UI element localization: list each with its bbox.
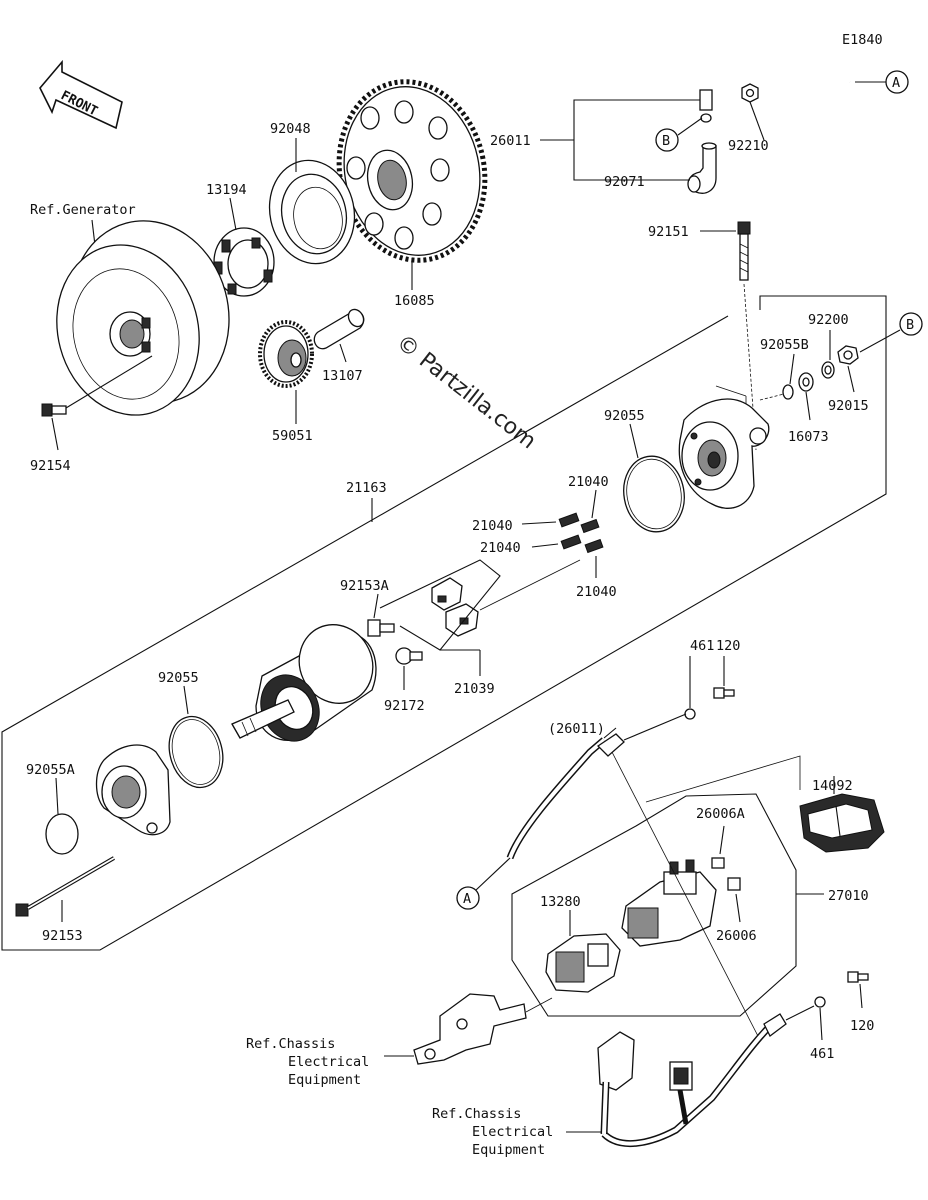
label-21040-c: 21040	[480, 540, 521, 556]
label-26006A: 26006A	[696, 806, 745, 822]
screw-92153A	[367, 619, 395, 637]
label-21040-a: 21040	[568, 474, 609, 490]
ref-chassis-1-line2: Electrical	[288, 1054, 369, 1070]
diagram-code: E1840	[842, 32, 883, 48]
front-arrow-icon: FRONT	[39, 59, 123, 130]
label-26011: 26011	[490, 133, 531, 149]
label-92210: 92210	[728, 138, 769, 154]
washer-461-bottom	[814, 996, 826, 1008]
label-26006: 26006	[716, 928, 757, 944]
label-92153A: 92153A	[340, 578, 389, 594]
fuse-26006A	[711, 857, 725, 869]
starter-gear-16085	[336, 79, 488, 263]
relay-cover-14092	[799, 793, 885, 853]
washer-461-top	[684, 708, 696, 720]
starter-end-cover	[678, 398, 770, 509]
label-13107: 13107	[322, 368, 363, 384]
label-92048: 92048	[270, 121, 311, 137]
nut-92210	[741, 83, 759, 103]
ref-generator-label: Ref.Generator	[30, 202, 136, 218]
label-120-bottom: 120	[850, 1018, 874, 1034]
ref-chassis-2-line1: Ref.Chassis	[432, 1106, 521, 1122]
label-21039: 21039	[454, 681, 495, 697]
clutch-13194	[213, 227, 275, 297]
label-92200: 92200	[808, 312, 849, 328]
oring-92055B	[782, 384, 794, 400]
ref-chassis-2-line3: Equipment	[472, 1142, 545, 1158]
label-92055-top: 92055	[604, 408, 645, 424]
label-21040-d: 21040	[576, 584, 617, 600]
label-92055-bottom: 92055	[158, 670, 199, 686]
label-92153: 92153	[42, 928, 83, 944]
idle-gear-59051	[258, 320, 314, 388]
callout-b-right	[899, 312, 923, 336]
brush-holder-21039	[431, 577, 479, 637]
oring-92055A	[45, 813, 79, 855]
label-92154: 92154	[30, 458, 71, 474]
callout-b-top	[655, 128, 679, 152]
brush-springs-21040	[558, 512, 604, 554]
long-bolt-92153	[15, 856, 116, 917]
label-59051: 59051	[272, 428, 313, 444]
fuse-26006	[727, 877, 741, 891]
label-92015: 92015	[828, 398, 869, 414]
generator-rotor	[56, 220, 230, 416]
starter-cable-top	[687, 56, 851, 194]
starter-cable-bottom	[506, 713, 687, 860]
label-92055B: 92055B	[760, 337, 809, 353]
ref-chassis-1-line1: Ref.Chassis	[246, 1036, 335, 1052]
assembly-bracket-21163	[1, 295, 887, 951]
ref-chassis-2-line2: Electrical	[472, 1124, 553, 1140]
callout-a-bottom-letter: A	[463, 891, 471, 907]
label-92151: 92151	[648, 224, 689, 240]
bolt-92154	[41, 403, 67, 417]
label-461-top: 461	[690, 638, 714, 654]
label-92055A: 92055A	[26, 762, 75, 778]
label-92172: 92172	[384, 698, 425, 714]
label-92071: 92071	[604, 174, 645, 190]
callout-a-top-letter: A	[892, 75, 900, 91]
relay-wire-line	[611, 751, 761, 1041]
one-way-clutch-92048	[268, 159, 356, 265]
label-13280: 13280	[540, 894, 581, 910]
relay-mount-bracket	[413, 993, 527, 1065]
oring-92055-top	[623, 455, 685, 533]
label-13194: 13194	[206, 182, 247, 198]
ref-chassis-1-line3: Equipment	[288, 1072, 361, 1088]
label-14092: 14092	[812, 778, 853, 794]
label-16085: 16085	[394, 293, 435, 309]
screw-92172	[395, 647, 423, 665]
starter-front-cover	[95, 744, 171, 836]
label-21040-b: 21040	[472, 518, 513, 534]
callout-b-right-letter: B	[906, 317, 914, 333]
label-27010: 27010	[828, 888, 869, 904]
bolt-120-top	[713, 687, 735, 699]
oring-92055-bottom	[168, 715, 224, 789]
callout-a-bottom	[456, 886, 480, 910]
callout-b-top-letter: B	[662, 133, 670, 149]
starter-yoke-armature	[231, 624, 377, 742]
bolt-120-bottom	[847, 971, 869, 983]
label-120-top: 120	[716, 638, 740, 654]
label-21163: 21163	[346, 480, 387, 496]
washer-92200	[821, 361, 835, 379]
bolt-92151	[737, 221, 751, 281]
nut-92015	[837, 345, 859, 365]
relay-assembly-bracket	[511, 793, 797, 1017]
starter-relay	[621, 859, 717, 947]
label-26011-paren: (26011)	[548, 721, 605, 737]
relay-13280	[545, 933, 621, 993]
battery-cable	[597, 1005, 815, 1148]
shaft-13107	[313, 308, 365, 350]
watermark: © Partzilla.com	[391, 330, 540, 454]
label-461-bottom: 461	[810, 1046, 834, 1062]
spacer-16073	[798, 372, 814, 392]
label-16073: 16073	[788, 429, 829, 445]
